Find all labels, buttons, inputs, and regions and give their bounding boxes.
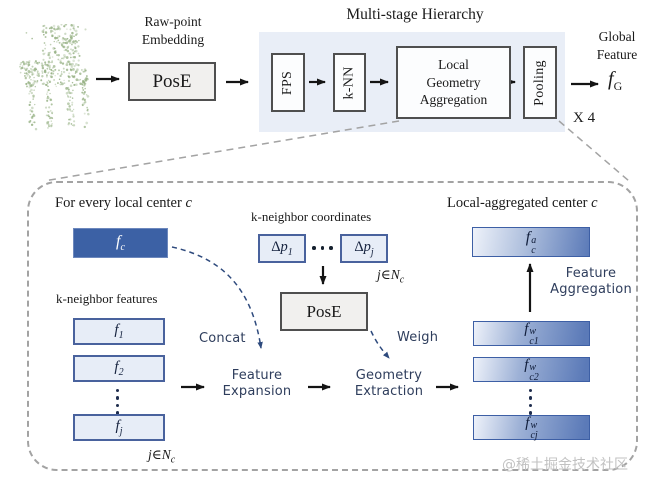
local-geometry-aggregation-box: Local Geometry Aggregation (396, 46, 511, 119)
vertical-ellipsis-icon-2 (529, 389, 533, 415)
for-every-local-center-label: For every local center c (55, 195, 192, 211)
global-feature-label: Global Feature (596, 29, 638, 62)
center-feature-box: fc (73, 228, 168, 258)
knn-box: k-NN (333, 53, 366, 112)
watermark: @稀土掘金技术社区 (502, 457, 628, 473)
j-in-neighborhood-label-features: j∈Nc (148, 447, 176, 466)
vertical-ellipsis-icon (116, 389, 120, 415)
pose-weighing-box: PosE (280, 292, 368, 331)
fps-box: FPS (271, 53, 305, 112)
feature-expansion-label: Feature Expansion (222, 368, 292, 400)
local-aggregated-center-label: Local-aggregated center c (447, 195, 598, 211)
zoom-guide-right (558, 120, 630, 182)
j-in-neighborhood-label-coords: j∈Nc (377, 267, 405, 286)
k-neighbor-features-label: k-neighbor features (56, 291, 158, 306)
k-neighbor-coordinates-label: k-neighbor coordinates (251, 209, 372, 224)
pose-embedding-box: PosE (128, 62, 216, 101)
weigh-label: Weigh (397, 330, 439, 345)
delta-pj-box: Δpj (340, 234, 388, 263)
point-cloud-chair (19, 24, 90, 131)
delta-p1-box: Δp1 (258, 234, 306, 263)
geometry-extraction-label: Geometry Extraction (354, 368, 424, 400)
neighbor-feature-j-box: fj (73, 414, 165, 441)
neighbor-feature-1-box: f1 (73, 318, 165, 345)
global-feature-symbol: fG (608, 68, 623, 93)
multistage-hierarchy-title: Multi-stage Hierarchy (346, 6, 484, 23)
repeat-x4-label: X 4 (573, 110, 596, 126)
neighbor-feature-2-box: f2 (73, 355, 165, 382)
local-aggregation-detail-panel (27, 181, 638, 471)
horizontal-ellipsis-icon (312, 246, 333, 250)
concat-label: Concat (199, 331, 246, 346)
feature-aggregation-label: Feature Aggregation (550, 266, 632, 298)
raw-point-embedding-label: Raw-point Embedding (141, 14, 205, 47)
pooling-box: Pooling (523, 46, 557, 119)
